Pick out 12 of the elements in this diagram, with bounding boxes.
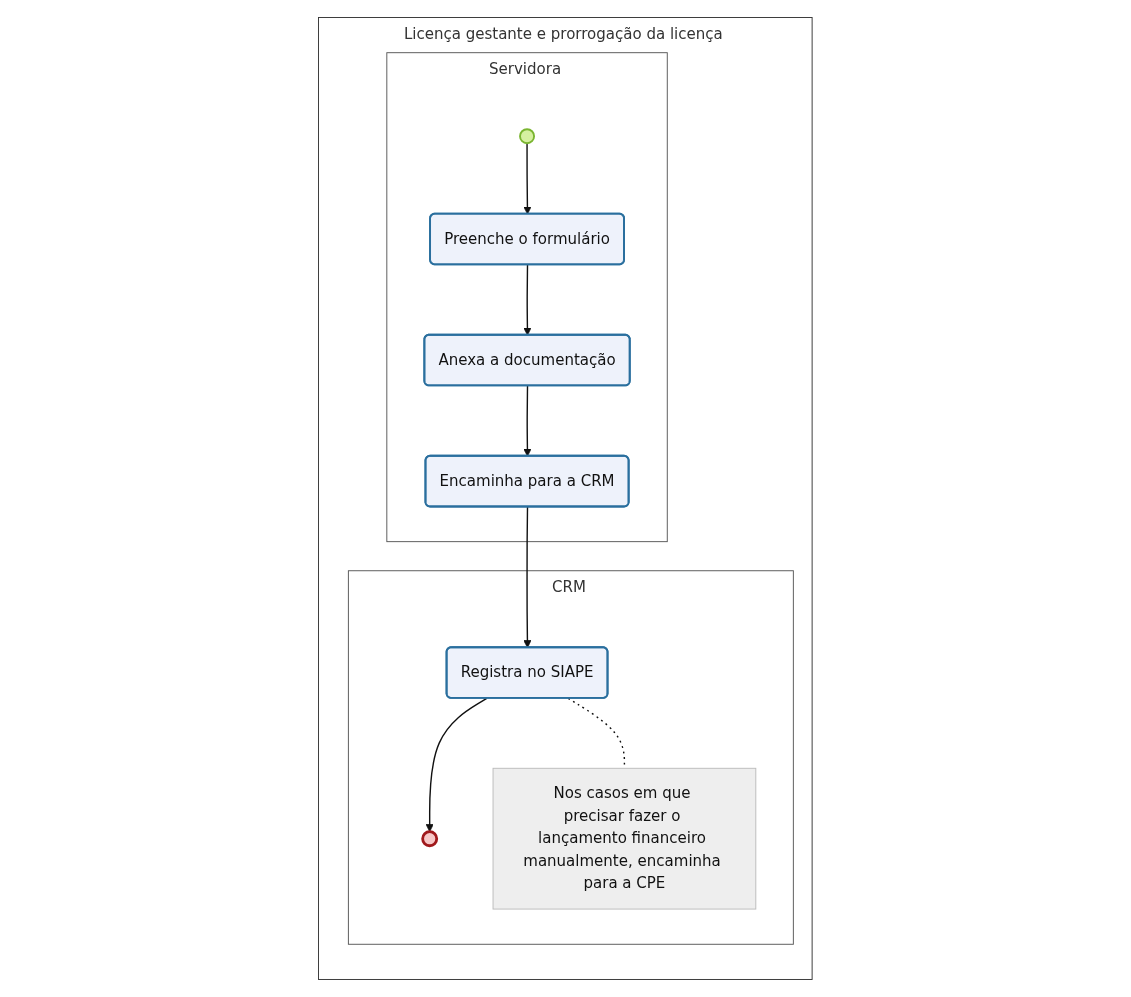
arrow	[523, 385, 532, 457]
arrow	[523, 264, 532, 336]
start-event-circle	[519, 128, 536, 145]
task-box: Encaminha para a CRM	[424, 454, 630, 508]
arrow	[523, 142, 532, 215]
end-event-circle	[421, 830, 439, 848]
task-box: Anexa a documentação	[423, 333, 631, 387]
arrow	[523, 506, 532, 649]
arrow	[425, 697, 488, 833]
annotation-box: Nos casos em que precisar fazer o lançamento financeiro manualmente, encaminha para a CPE	[492, 767, 757, 910]
task-box: Preenche o formulário	[429, 212, 626, 266]
task-box: Registra no SIAPE	[445, 646, 609, 699]
